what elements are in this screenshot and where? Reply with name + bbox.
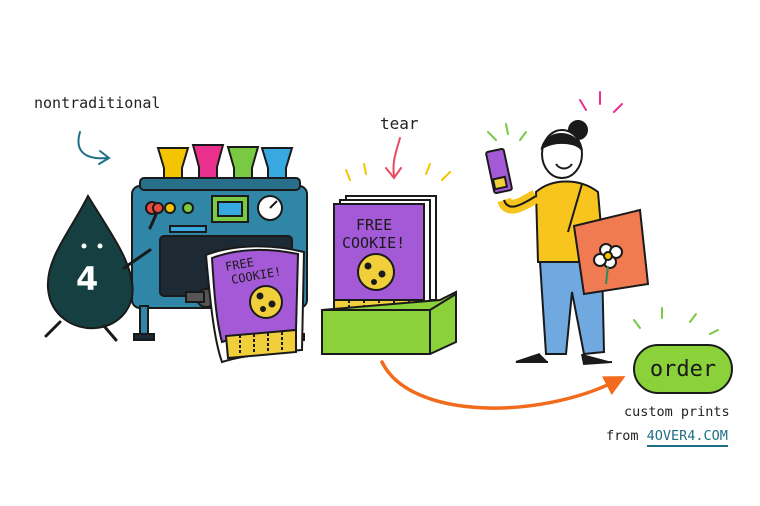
tear-arrow: [392, 137, 401, 177]
mascot-drop: 4: [44, 193, 164, 342]
from-line: from 4OVER4.COM: [606, 428, 728, 447]
flyer-line1: FREE: [356, 216, 392, 234]
nontraditional-label: nontraditional: [34, 94, 161, 112]
order-badge: order: [633, 344, 733, 394]
woman-figure: [485, 120, 650, 366]
flower-icon: [593, 243, 623, 285]
flyer-line2: COOKIE!: [342, 234, 405, 252]
ink-bottles: [156, 144, 294, 179]
nontraditional-arrow: [77, 131, 109, 160]
custom-prints-label: custom prints: [624, 404, 730, 420]
from-label: from: [606, 428, 639, 444]
tear-label: tear: [380, 114, 419, 133]
cookie-icon: [357, 253, 395, 291]
flyer-stack: FREE COOKIE!: [321, 195, 457, 355]
cookie-icon: [249, 285, 283, 319]
brand-link[interactable]: 4OVER4.COM: [646, 428, 728, 447]
sparkles: [345, 163, 451, 181]
mascot-number: 4: [76, 260, 98, 298]
order-arrow: [380, 360, 626, 410]
cookie-printout: FREE COOKIE!: [204, 245, 306, 364]
printout-line1: FREE: [224, 255, 255, 274]
